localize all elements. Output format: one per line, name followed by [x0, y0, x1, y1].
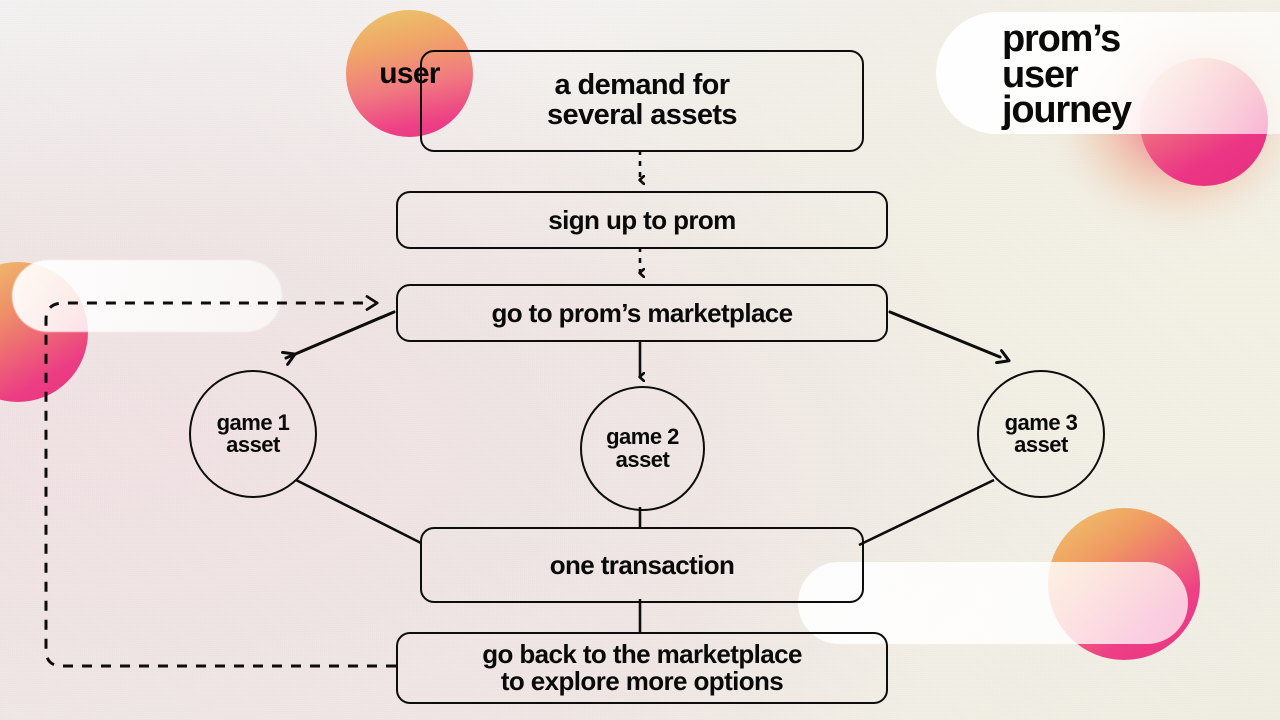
title-pill-background — [936, 12, 1280, 134]
edge-game3-to-transaction — [858, 478, 995, 547]
page-title: prom’s user journey — [1002, 18, 1132, 132]
node-game-2-asset[interactable]: game 2 asset — [580, 386, 705, 511]
node-go-to-marketplace[interactable]: go to prom’s marketplace — [396, 284, 888, 342]
node-demand-for-assets[interactable]: a demand for several assets — [420, 50, 864, 152]
edge-game1-to-transaction — [295, 478, 422, 545]
edge-marketplace-to-game1 — [281, 310, 396, 366]
node-game-3-asset[interactable]: game 3 asset — [977, 370, 1105, 498]
node-game-1-asset[interactable]: game 1 asset — [189, 370, 317, 498]
decorative-gradient-circle-left — [0, 262, 88, 402]
user-bubble: user — [346, 10, 473, 137]
node-go-back-to-marketplace[interactable]: go back to the marketplace to explore mo… — [396, 632, 888, 704]
node-one-transaction[interactable]: one transaction — [420, 527, 864, 603]
decorative-gradient-circle-bottom — [1048, 508, 1200, 660]
edge-marketplace-to-game3 — [888, 310, 1011, 365]
decorative-white-pill-left — [12, 260, 282, 332]
node-sign-up-to-prom[interactable]: sign up to prom — [396, 191, 888, 249]
